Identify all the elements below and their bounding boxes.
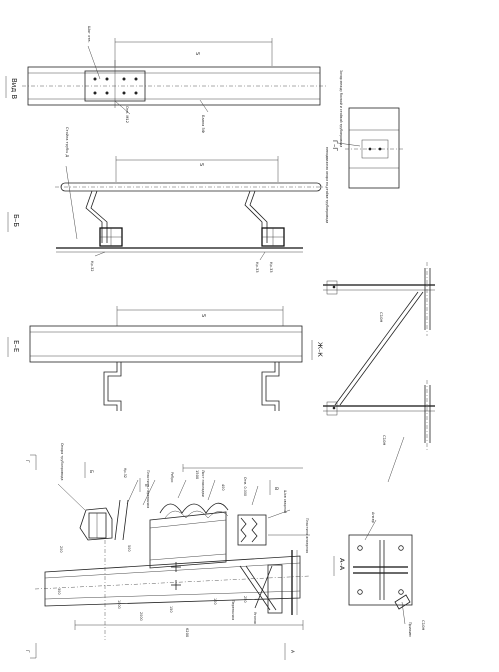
main-elevation: 6200 1500 Б Опора трубопровода Кр.32 Пла… (24, 443, 311, 660)
main-inclined-beam (44, 555, 301, 607)
section-g-g-web (348, 107, 400, 189)
main-dim-1000: 1000 (117, 600, 121, 609)
main-mark-a: А (289, 650, 295, 654)
section-b-b-callout-kr32: Кр.32 (90, 261, 94, 272)
section-zh-k-plate-2: С10Н (382, 435, 387, 445)
view-b-callout-beam: Балка 5Ф (201, 115, 205, 133)
section-e-e-beam (29, 325, 303, 363)
main-dim-250: 250 (243, 596, 247, 602)
section-e-e-title: Е–Е (12, 340, 20, 352)
section-g-g-title: Г–Г (331, 140, 339, 151)
main-mark-g-bottom: Г (24, 650, 30, 653)
main-mark-v: В (273, 487, 279, 490)
main-mark-e: Е (143, 484, 149, 487)
view-b-callout-step: Шаг отв. (87, 26, 91, 43)
main-callout-brace-2: Перемычка (231, 600, 235, 620)
section-a-a-anchor: Анкер (371, 512, 375, 523)
main-dim-500: 500 (127, 545, 131, 551)
section-a-a-title: А–А (338, 558, 346, 571)
view-b: S Шаг отв. Отв. М12 Балка 5Ф Вид В (5, 26, 326, 133)
main-callout-brace: Пластина-перемычка (146, 470, 150, 508)
main-callout-cover: Лист накладки (201, 470, 205, 497)
main-dim-200: 200 (59, 546, 63, 552)
main-mark-b: Б (88, 470, 94, 473)
main-dim-100: 100 (213, 598, 217, 604)
view-b-title: Вид В (10, 78, 18, 99)
view-b-callout-holes: Отв. М12 (125, 106, 129, 123)
section-b-b-callout-pipe: Стойка трубы Д (65, 127, 69, 157)
main-callout-bracket: Кр.32 (123, 468, 127, 478)
section-b-b-callout-kr33b: Кр.33 (269, 262, 273, 273)
section-e-e: S Е–Е (7, 306, 303, 411)
section-a-a: Прижим Анкер С10Н А–А (333, 512, 426, 637)
view-b-dim-s: S (194, 52, 200, 55)
section-zh-k: С10Н С10Н Ж–К (311, 262, 435, 483)
section-b-b-title: Б–Б (12, 214, 20, 227)
section-zh-k-plate-1: С10Н (379, 312, 384, 322)
main-callout-pipe-top: Опора трубопровода (60, 443, 64, 481)
section-zh-k-title: Ж–К (316, 342, 324, 357)
section-a-a-base-plate (348, 534, 413, 606)
main-dim-300: 300 (57, 588, 61, 594)
main-callout-weld: Шов сварной (283, 490, 287, 513)
main-dim-total: 6200 (185, 628, 189, 638)
main-dim-150: 150 (169, 606, 173, 612)
main-callout-rib: Ребро (170, 472, 174, 482)
main-dim-400: 400 (221, 484, 225, 490)
section-a-a-plate: С10Н (421, 620, 426, 630)
main-dim-1500: 1500 (195, 470, 199, 480)
main-dim-2000: 2000 (139, 612, 143, 621)
section-b-b: S Стойка трубы Д Кр.32 Кр.33 Кр.33 Б–Б (7, 127, 327, 273)
section-e-e-dim-s: S (200, 314, 206, 317)
section-g-g-note-2: неподвижная опора по стойке трубопровода (325, 147, 329, 223)
main-callout-level: Отм. 0.000 (243, 477, 247, 496)
section-g-g: Г–Г Зазор между балкой и стойкой трубопр… (325, 70, 403, 223)
main-callout-angle: Уголок (253, 612, 257, 624)
section-g-g-note-1: Зазор между балкой и стойкой трубопровод… (339, 70, 343, 147)
section-a-a-hold-down: Прижим (408, 622, 412, 637)
section-b-b-callout-kr33: Кр.33 (255, 262, 259, 273)
main-mark-g-top: Г (24, 460, 30, 463)
main-callout-anchor: Пластина анкерная (305, 518, 309, 553)
section-b-b-dim-s: S (198, 163, 204, 166)
